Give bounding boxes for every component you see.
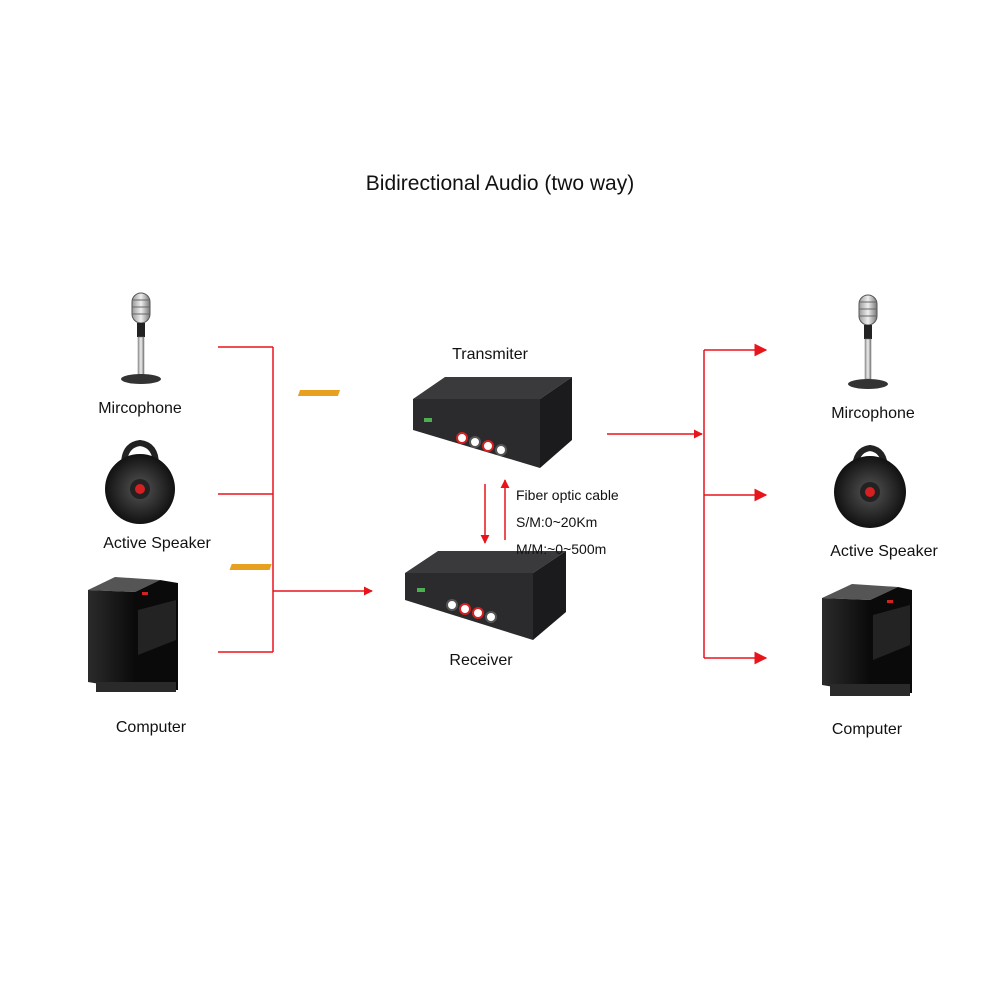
computer-icon — [88, 577, 178, 692]
left-speaker-label: Active Speaker — [103, 535, 211, 552]
transmitter-label: Transmiter — [452, 346, 528, 363]
single-mode-range: S/M:0~20Km — [516, 514, 598, 530]
microphone-icon — [848, 294, 888, 389]
right-speaker-label: Active Speaker — [830, 543, 938, 560]
speaker-icon — [834, 444, 906, 528]
right-connector-lines — [607, 343, 768, 665]
multi-mode-range: M/M:~0~500m — [516, 541, 607, 557]
right-microphone-label: Mircophone — [831, 405, 915, 422]
right-computer-label: Computer — [831, 721, 903, 738]
left-computer-label: Computer — [115, 719, 187, 736]
fiber-cable-name: Fiber optic cable — [516, 487, 619, 503]
computer-icon — [822, 584, 912, 696]
fiber-link-arrows — [480, 479, 510, 544]
speaker-icon — [105, 439, 175, 524]
receiver-device-icon — [229, 551, 566, 640]
microphone-icon — [121, 292, 161, 384]
left-microphone-label: Mircophone — [98, 400, 182, 417]
transmitter-device-icon — [297, 377, 572, 468]
receiver-label: Receiver — [449, 652, 513, 669]
diagram-title: Bidirectional Audio (two way) — [365, 172, 635, 195]
left-connector-lines — [218, 346, 373, 653]
fiber-cable-info: Fiber optic cable S/M:0~20Km M/M:~0~500m — [516, 482, 619, 563]
